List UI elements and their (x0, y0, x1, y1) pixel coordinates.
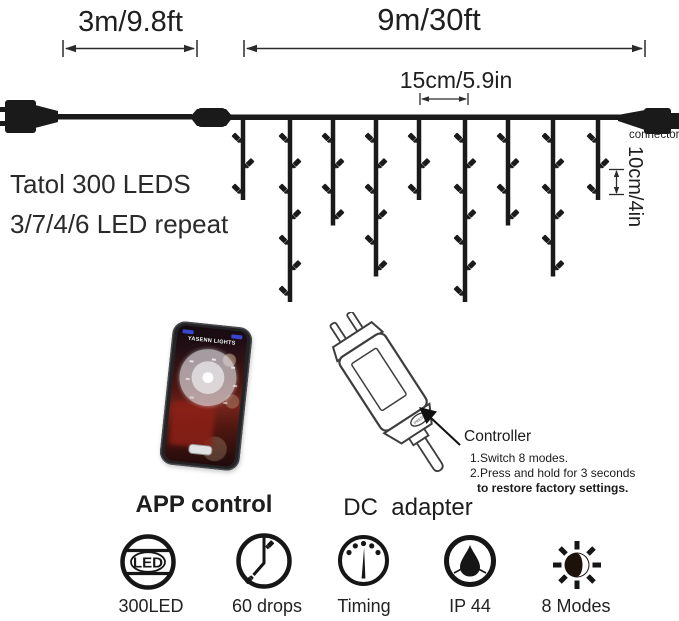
led-repeat-text: 3/7/4/6 LED repeat (10, 209, 229, 239)
pointer-arrow (419, 407, 461, 446)
feature-label-8-modes: 8 Modes (541, 596, 611, 616)
adapter-label-window (351, 347, 407, 412)
gift-box-photo (168, 400, 217, 449)
adapter-cable (415, 436, 444, 473)
led-icon-text: LED (133, 555, 163, 572)
status-chip-right (231, 334, 243, 339)
drop-spacing-arrow (419, 93, 469, 105)
string-dimension-arrow (243, 40, 646, 57)
app-mode-labels (211, 358, 216, 361)
power-plug-icon (0, 100, 192, 133)
drops-icon (236, 533, 292, 589)
lead-dimension-arrow (62, 40, 198, 57)
icicle-drops (231, 117, 610, 302)
string-lights-diagram (0, 40, 679, 302)
feature-label-300led: 300LED (118, 596, 184, 616)
app-mode-dial[interactable] (176, 346, 240, 409)
adapter-top-cap (331, 320, 385, 363)
inline-joint-icon (190, 108, 233, 127)
dc-adapter-caption: DC adapter (343, 494, 473, 521)
bulb-spacing-arrow (609, 168, 624, 196)
string-length-label: 9m/30ft (377, 2, 481, 37)
led-badge-icon: LED (120, 534, 176, 590)
main-cable (230, 114, 643, 120)
controller-instruction-1: 1.Switch 8 modes. (470, 451, 569, 465)
drop-spacing-label: 15cm/5.9in (399, 67, 513, 93)
app-bottom-button[interactable] (187, 443, 213, 456)
feature-label-60-drops: 60 drops (231, 596, 303, 616)
dc-adapter-drawing: PRESS (329, 312, 461, 473)
waterproof-droplet-icon (444, 535, 496, 587)
controller-title: Controller (464, 428, 532, 445)
feature-label-ip44: IP 44 (449, 596, 491, 616)
timer-gauge-icon (338, 535, 389, 586)
controller-instruction-2: 2.Press and hold for 3 seconds (470, 466, 636, 480)
app-screen: YASENN LIGHTS (164, 324, 248, 468)
controller-instruction-3: to restore factory settings. (477, 481, 629, 495)
end-connector-icon (618, 108, 679, 134)
smartphone: YASENN LIGHTS (158, 320, 254, 472)
light-modes-icon (553, 541, 601, 589)
status-chip-left (182, 329, 194, 334)
total-leds-text: Tatol 300 LEDS (10, 169, 191, 199)
feature-label-timing: Timing (337, 596, 391, 616)
lead-length-label: 3m/9.8ft (78, 6, 183, 38)
press-button-label: PRESS (413, 414, 426, 426)
app-control-caption: APP control (135, 491, 273, 518)
